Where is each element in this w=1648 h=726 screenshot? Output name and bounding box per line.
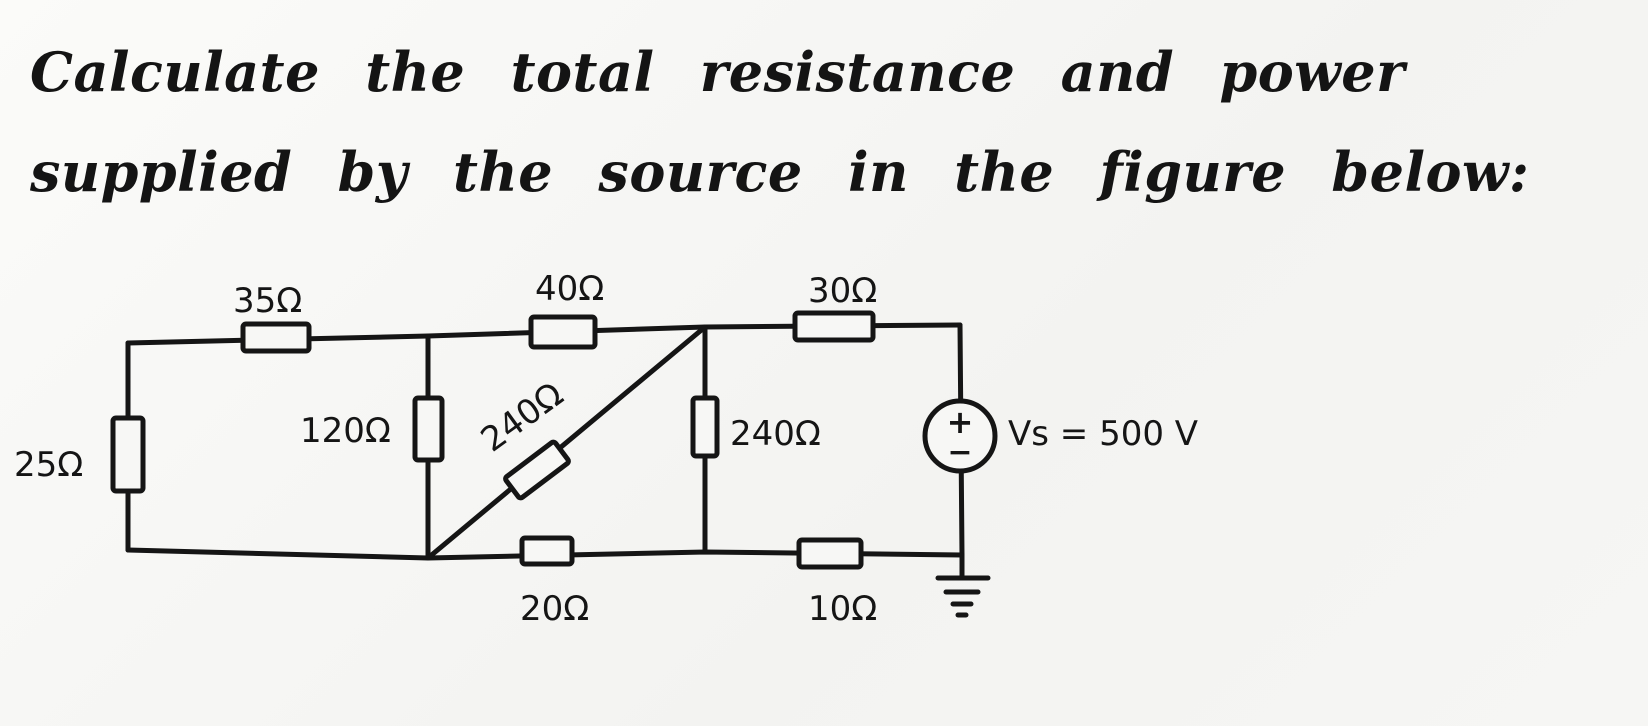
resistor-vertical-right [690,395,720,459]
resistor-bottom-mid [519,535,575,567]
source-minus-sign: − [947,435,972,470]
label-top-left: 35Ω [233,281,302,321]
label-top-right: 30Ω [808,271,877,311]
voltage-source-circle [922,398,998,474]
voltage-source: + − [922,398,998,474]
wire-diagonal [425,324,708,561]
label-left: 25Ω [14,445,83,485]
label-bottom-right: 10Ω [808,589,877,629]
ground-icon [935,575,991,618]
problem-line-1: Calculate the total resistance and power [30,40,1406,104]
resistor-left [110,415,146,494]
resistor-top-right [792,310,876,343]
problem-line-2: supplied by the source in the figure bel… [30,140,1530,204]
label-source: Vs = 500 V [1008,414,1198,454]
resistor-top-left [240,321,312,354]
label-vertical-right: 240Ω [730,414,821,454]
resistor-diagonal [503,439,571,501]
label-top-mid: 40Ω [535,269,604,309]
label-vertical-mid: 120Ω [300,411,391,451]
source-plus-sign: + [947,403,974,441]
resistor-bottom-right [796,537,864,570]
resistor-top-mid [528,314,598,350]
problem-statement: Calculate the total resistance and power… [30,22,1590,222]
resistor-vertical-mid [412,395,445,463]
label-bottom-mid: 20Ω [520,589,589,629]
